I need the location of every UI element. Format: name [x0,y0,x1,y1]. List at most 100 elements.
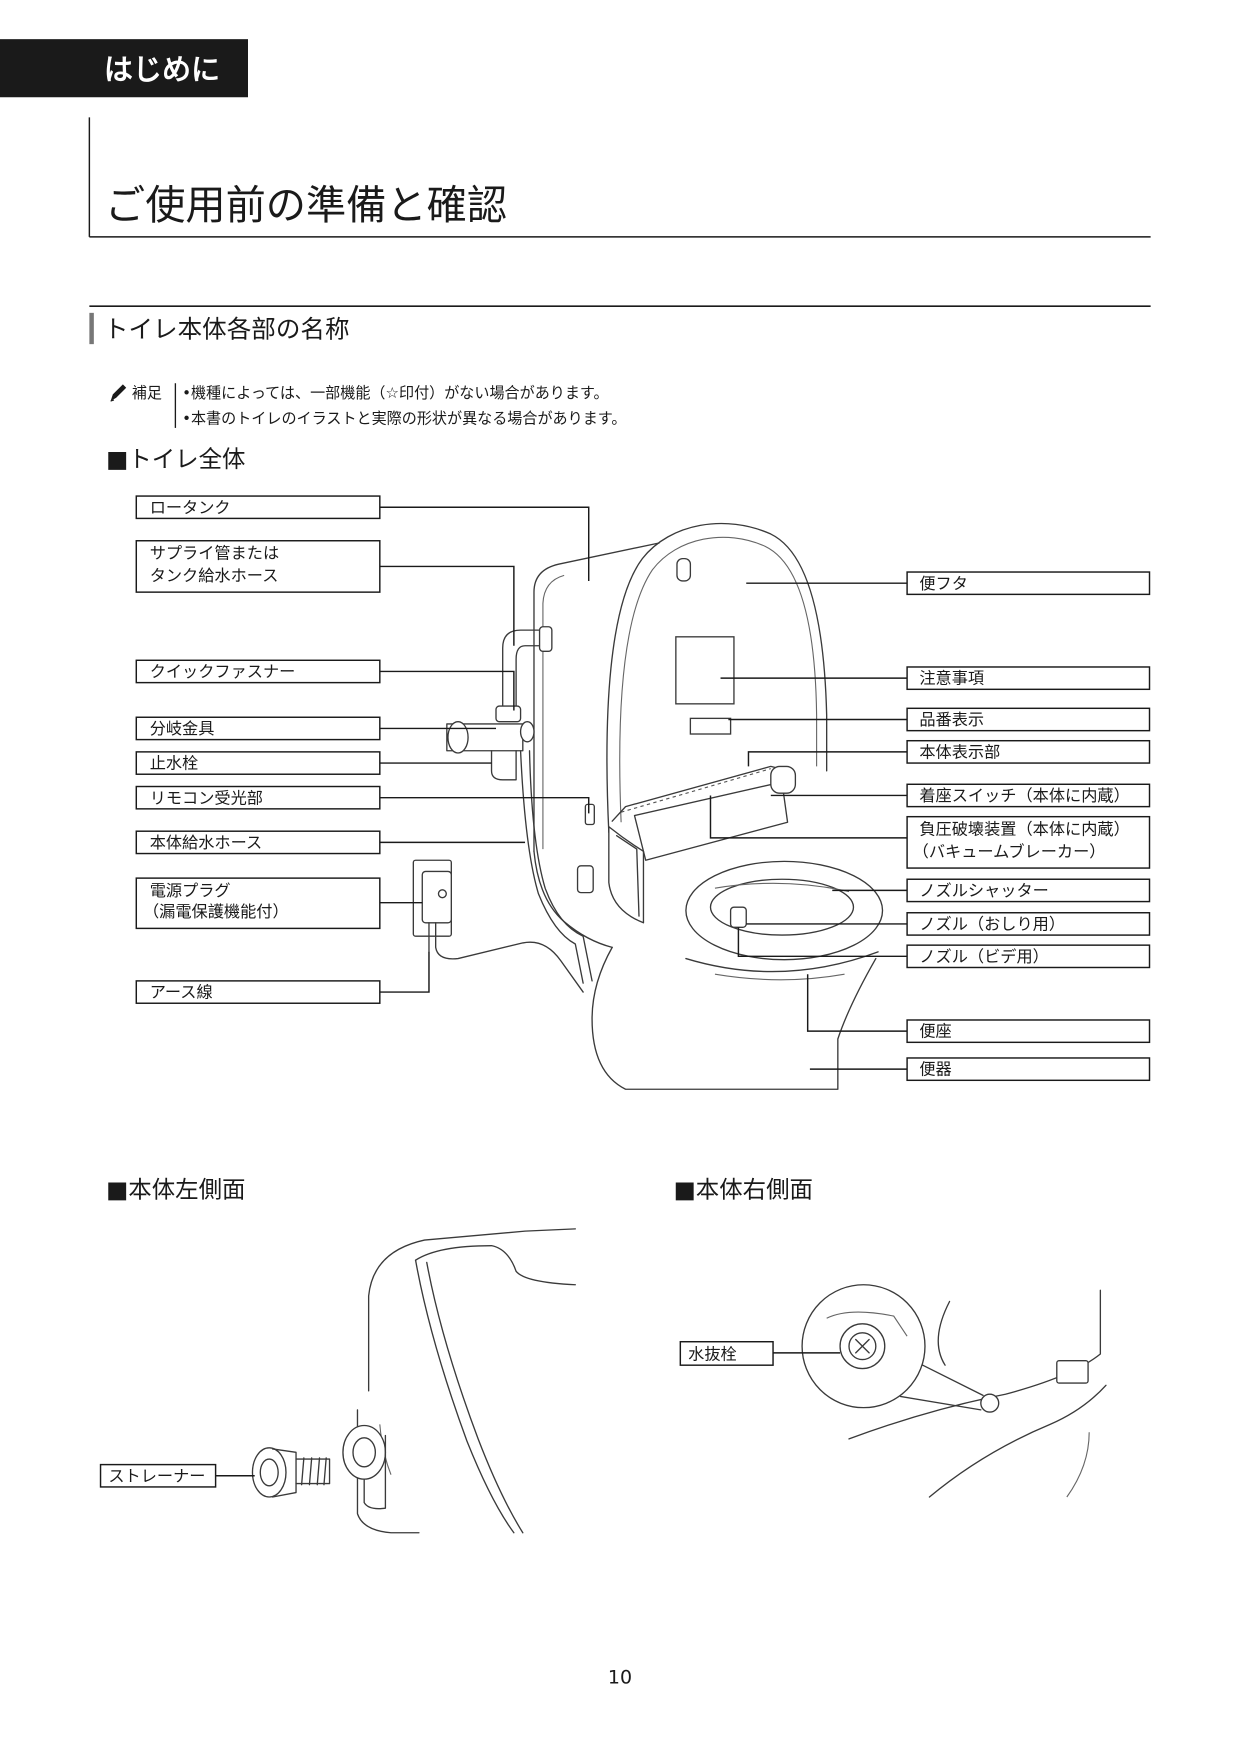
leader-lines [379,506,908,1070]
leader-line [737,927,908,958]
label-power-plug: 電源プラグ （漏電保護機能付） [135,877,381,930]
section-title: トイレ本体各部の名称 [104,314,350,343]
tank-base-outline [356,1409,420,1534]
quick-fastener [495,705,522,723]
page-title: ご使用前の準備と確認 [105,183,507,229]
label-supply-pipe: サプライ管または タンク給水ホース [135,540,381,593]
side-bracket [1056,1360,1089,1384]
label-nozzle-rear: ノズル（おしり用） [906,912,1151,936]
right-side-view-heading: ■本体右側面 [674,1176,813,1204]
left-side-view-heading: ■本体左側面 [106,1176,245,1204]
right-side-illustration [801,1284,1107,1498]
page-number: 10 [608,1667,632,1689]
label-box [906,666,1151,691]
label-seat: 便座 [906,1019,1151,1044]
label-drain-valve: 水抜栓 [679,1340,841,1366]
label-lid: 便フタ [906,571,1151,596]
label-branch-fitting: 分岐金具 [135,716,381,741]
seat-unit-front [615,834,640,917]
leader-line [806,974,908,1032]
label-text: ノズル（おしり用） [919,915,1065,934]
zoom-body-line [826,1311,908,1337]
left-label-column: ロータンク サプライ管または タンク給水ホース クイックファスナー 分岐金具 止… [135,495,381,1004]
supplement-note: 補足 •機種によっては、一部機能（☆印付）がない場合があります。 •本書のトイレ… [110,383,626,428]
vacuum-breaker-panel [633,781,789,861]
label-text: 着座スイッチ（本体に内蔵） [919,786,1129,805]
strainer-cap-inner [259,1458,279,1487]
label-stop-valve: 止水栓 [135,751,381,775]
strainer-body [271,1448,297,1498]
display-area-outline [620,768,771,813]
label-box [906,944,1151,969]
label-box [906,739,1151,764]
strainer-port-inner [352,1437,377,1468]
leader-line [379,506,590,581]
label-box [906,1019,1151,1044]
body-supply-hose [519,750,584,984]
label-text: 電源プラグ [150,881,231,900]
section-header: トイレ本体各部の名称 [89,305,1151,345]
note-item: •機種によっては、一部機能（☆印付）がない場合があります。 [182,384,609,402]
seat-unit-top [611,765,790,822]
nozzle-shutter [714,882,850,893]
label-nozzle-shutter: ノズルシャッター [906,878,1151,903]
power-cord [435,922,584,993]
label-bowl: 便器 [906,1057,1151,1082]
label-vacuum-breaker: 負圧破壊装置（本体に内蔵） （バキュームブレーカー） [906,815,1151,869]
label-text: 便フタ [919,574,968,593]
label-box [906,878,1151,903]
hose-fitting [576,865,594,894]
caution-label [675,636,735,705]
tank-front-line-inner [426,1261,524,1534]
body-rear-outline [937,1300,951,1366]
strainer-port-body [363,1434,387,1510]
leader-line [379,670,515,711]
remote-receiver [584,803,595,826]
label-low-tank: ロータンク [135,495,381,520]
strainer-thread [295,1457,331,1486]
label-box [135,877,381,930]
drain-valve-zoom-inner [848,1332,877,1361]
label-text: 負圧破壊装置（本体に内蔵） [919,820,1129,839]
drain-valve-zoom [839,1323,886,1370]
toilet-illustration [412,522,884,1090]
label-display: 本体表示部 [906,739,1151,764]
seat-hinge [770,765,797,794]
leader-line [709,795,908,839]
label-text: 注意事項 [919,669,984,688]
lid-outer [606,522,828,833]
label-text: 分岐金具 [150,719,215,738]
tank-inner-line [542,574,565,850]
nozzle [729,906,747,928]
overall-view-heading: ■トイレ全体 [106,445,245,473]
power-plug [421,870,452,924]
drain-valve [980,1393,1000,1413]
label-text: ノズルシャッター [919,881,1049,900]
label-text: 本体表示部 [919,742,1000,761]
bowl-rim [685,951,879,973]
label-earth-wire: アース線 [135,980,381,1004]
label-box [135,830,381,855]
chapter-tab-background [0,39,248,98]
leader-line [747,751,908,767]
label-remote-receiver: リモコン受光部 [135,785,381,810]
label-box [135,495,381,520]
supply-pipe-nut [538,626,553,653]
label-box [135,980,381,1004]
tank-shoulder-line [414,1244,576,1286]
body-lower-outline [928,1384,1107,1498]
zoom-callout-lines [899,1364,984,1411]
label-box [906,1057,1151,1082]
tank-top-outline [367,1228,576,1392]
note-item: •本書のトイレのイラストと実際の形状が異なる場合があります。 [182,409,626,427]
pencil-icon [110,384,127,402]
label-box [135,716,381,741]
left-side-illustration [251,1228,576,1534]
label-text: 止水栓 [150,754,199,773]
tank-lower-outline [533,850,613,949]
label-box [135,751,381,775]
label-text: 本体給水ホース [150,833,263,852]
label-strainer: ストレーナー [99,1463,255,1488]
label-body-supply-hose: 本体給水ホース [135,830,381,855]
bowl-outline [591,946,877,1090]
